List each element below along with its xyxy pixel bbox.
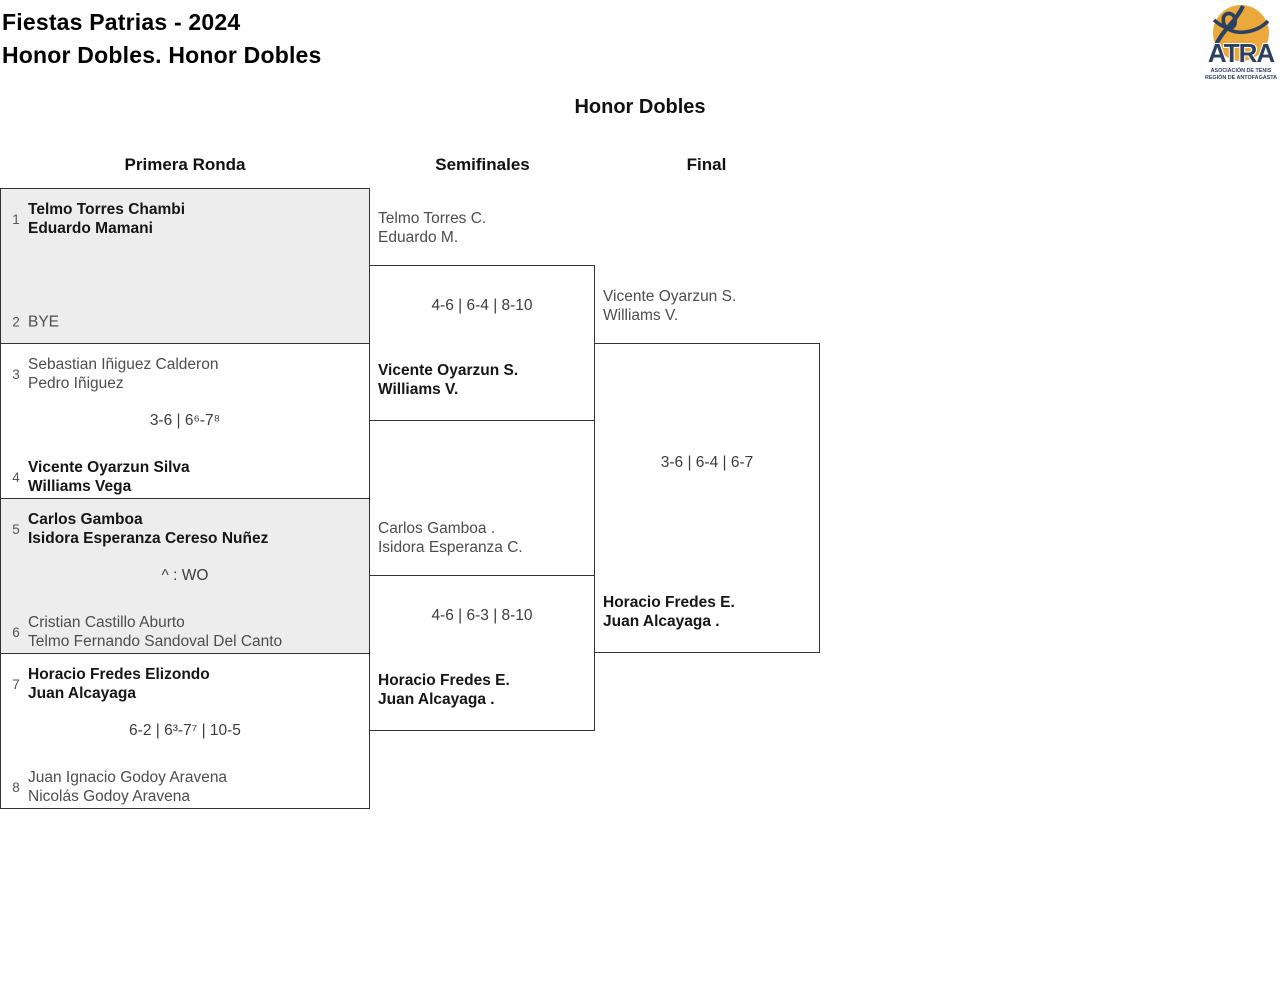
- participant-entry: 5 Carlos Gamboa Isidora Esperanza Cereso…: [9, 510, 268, 548]
- match-r1-2: 3 Sebastian Iñiguez Calderon Pedro Iñigu…: [0, 343, 370, 499]
- logo-org-line1: ASOCIACIÓN DE TENIS: [1211, 66, 1272, 74]
- match-score: ^ : WO: [161, 567, 209, 584]
- participant-entry: Horacio Fredes E. Juan Alcayaga .: [603, 593, 735, 631]
- participant-entry: 1 Telmo Torres Chambi Eduardo Mamani: [9, 200, 185, 238]
- match-r1-4: 7 Horacio Fredes Elizondo Juan Alcayaga …: [0, 653, 370, 809]
- player-name-line: Nicolás Godoy Aravena: [28, 788, 190, 805]
- match-score: 3-6 | 6-4 | 6-7: [660, 454, 754, 471]
- player-name-line: Williams Vega: [28, 478, 132, 495]
- player-name-line: BYE: [28, 313, 60, 331]
- seed-number: 7: [12, 676, 20, 692]
- player-name-line: Juan Alcayaga: [28, 685, 136, 702]
- seed-number: 3: [12, 366, 20, 382]
- player-name-line: Juan Alcayaga .: [378, 691, 495, 708]
- match-sf-1: Telmo Torres C. Eduardo M. 4-6 | 6-4 | 8…: [369, 210, 595, 421]
- page-title: Fiestas Patrias - 2024 Honor Dobles. Hon…: [2, 6, 322, 72]
- participant-entry: 2 BYE: [9, 313, 59, 332]
- match-r1-1: 1 Telmo Torres Chambi Eduardo Mamani 2 B…: [0, 188, 370, 344]
- player-name-line: Vicente Oyarzun S.: [603, 288, 737, 305]
- player-name-line: Horacio Fredes E.: [378, 672, 510, 689]
- participant-entry: 8 Juan Ignacio Godoy Aravena Nicolás God…: [9, 768, 227, 806]
- match-score: 4-6 | 6-4 | 8-10: [431, 297, 533, 314]
- atra-logo-graphic: ATRA ASOCIACIÓN DE TENIS REGIÓN DE ANTOF…: [1205, 5, 1277, 81]
- participant-entry: 4 Vicente Oyarzun Silva Williams Vega: [9, 458, 190, 496]
- seed-number: 1: [12, 211, 20, 227]
- seed-number: 6: [12, 624, 20, 640]
- participant-entry: Vicente Oyarzun S. Williams V.: [603, 287, 736, 325]
- logo-org-line2: REGIÓN DE ANTOFAGASTA: [1205, 73, 1277, 81]
- column-header-primera-ronda: Primera Ronda: [124, 155, 246, 174]
- participant-entry: 6 Cristian Castillo Aburto Telmo Fernand…: [9, 613, 282, 651]
- player-name-line: Cristian Castillo Aburto: [28, 614, 185, 631]
- player-name-line: Williams V.: [603, 307, 679, 324]
- player-name-line: Telmo Torres Chambi: [28, 201, 186, 218]
- match-final: Vicente Oyarzun S. Williams V. 3-6 | 6-4…: [594, 288, 820, 653]
- match-r1-3: 5 Carlos Gamboa Isidora Esperanza Cereso…: [0, 498, 370, 654]
- player-name-line: Vicente Oyarzun S.: [378, 362, 519, 379]
- logo-acronym: ATRA: [1208, 38, 1276, 68]
- column-header-semifinales: Semifinales: [435, 155, 530, 174]
- player-name-line: Telmo Torres C.: [378, 210, 487, 227]
- player-name-line: Juan Ignacio Godoy Aravena: [28, 769, 228, 786]
- participant-entry: Carlos Gamboa . Isidora Esperanza C.: [378, 519, 523, 557]
- player-name-line: Eduardo M.: [378, 229, 459, 246]
- player-name-line: Vicente Oyarzun Silva: [28, 459, 190, 476]
- seed-number: 5: [12, 521, 20, 537]
- player-name-line: Carlos Gamboa: [28, 511, 143, 528]
- player-name-line: Carlos Gamboa .: [378, 520, 496, 537]
- player-name-line: Pedro Iñiguez: [28, 375, 124, 392]
- column-header-final: Final: [686, 155, 727, 174]
- category-name: Honor Dobles. Honor Dobles: [2, 42, 322, 68]
- seed-number: 2: [12, 314, 20, 330]
- player-name-line: Williams V.: [378, 381, 459, 398]
- player-name-line: Horacio Fredes Elizondo: [28, 666, 210, 683]
- player-name-line: Isidora Esperanza C.: [378, 539, 523, 556]
- participant-entry: 7 Horacio Fredes Elizondo Juan Alcayaga: [9, 665, 210, 703]
- atra-logo: ATRA ASOCIACIÓN DE TENIS REGIÓN DE ANTOF…: [1202, 2, 1280, 84]
- match-score: 6-2 | 6³-7⁷ | 10-5: [129, 722, 241, 739]
- match-sf-2: Carlos Gamboa . Isidora Esperanza C. 4-6…: [369, 520, 595, 731]
- player-name-line: Horacio Fredes E.: [603, 594, 735, 611]
- tennis-ball-icon: [1212, 5, 1270, 61]
- seed-number: 4: [12, 469, 20, 485]
- match-score: 3-6 | 6⁶-7⁸: [149, 412, 221, 429]
- player-name-line: Telmo Fernando Sandoval Del Canto: [28, 633, 283, 650]
- tournament-name: Fiestas Patrias - 2024: [2, 9, 241, 35]
- player-name-line: Eduardo Mamani: [28, 220, 153, 237]
- seed-number: 8: [12, 779, 20, 795]
- participant-entry: Horacio Fredes E. Juan Alcayaga .: [378, 671, 510, 709]
- match-score: 4-6 | 6-3 | 8-10: [431, 607, 533, 624]
- participant-entry: Telmo Torres C. Eduardo M.: [378, 209, 486, 247]
- participant-entry: Vicente Oyarzun S. Williams V.: [378, 361, 518, 399]
- player-name-line: Sebastian Iñiguez Calderon: [28, 356, 219, 373]
- player-name-line: Isidora Esperanza Cereso Nuñez: [28, 530, 269, 547]
- participant-entry: 3 Sebastian Iñiguez Calderon Pedro Iñigu…: [9, 355, 218, 393]
- player-name-line: Juan Alcayaga .: [603, 613, 720, 630]
- bracket-title: Honor Dobles: [574, 96, 706, 118]
